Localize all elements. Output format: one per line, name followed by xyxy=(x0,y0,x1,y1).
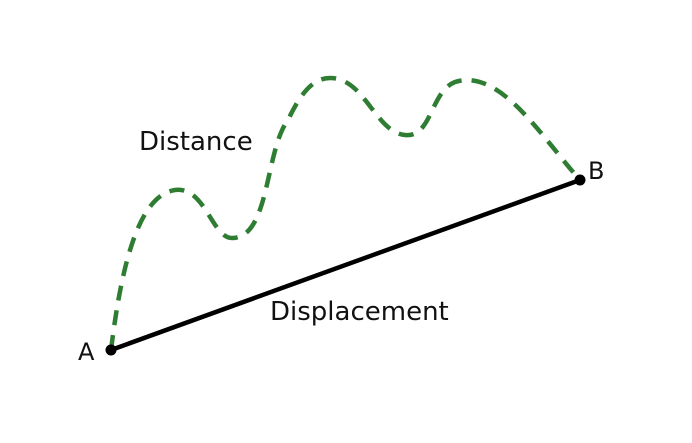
point-b-label: B xyxy=(588,157,604,185)
distance-path xyxy=(108,75,582,351)
point-a-marker xyxy=(105,344,117,356)
point-b-marker xyxy=(574,174,586,186)
distance-label: Distance xyxy=(139,127,253,157)
displacement-line xyxy=(108,177,583,353)
displacement-label: Displacement xyxy=(270,297,449,327)
point-a-label: A xyxy=(78,338,95,366)
